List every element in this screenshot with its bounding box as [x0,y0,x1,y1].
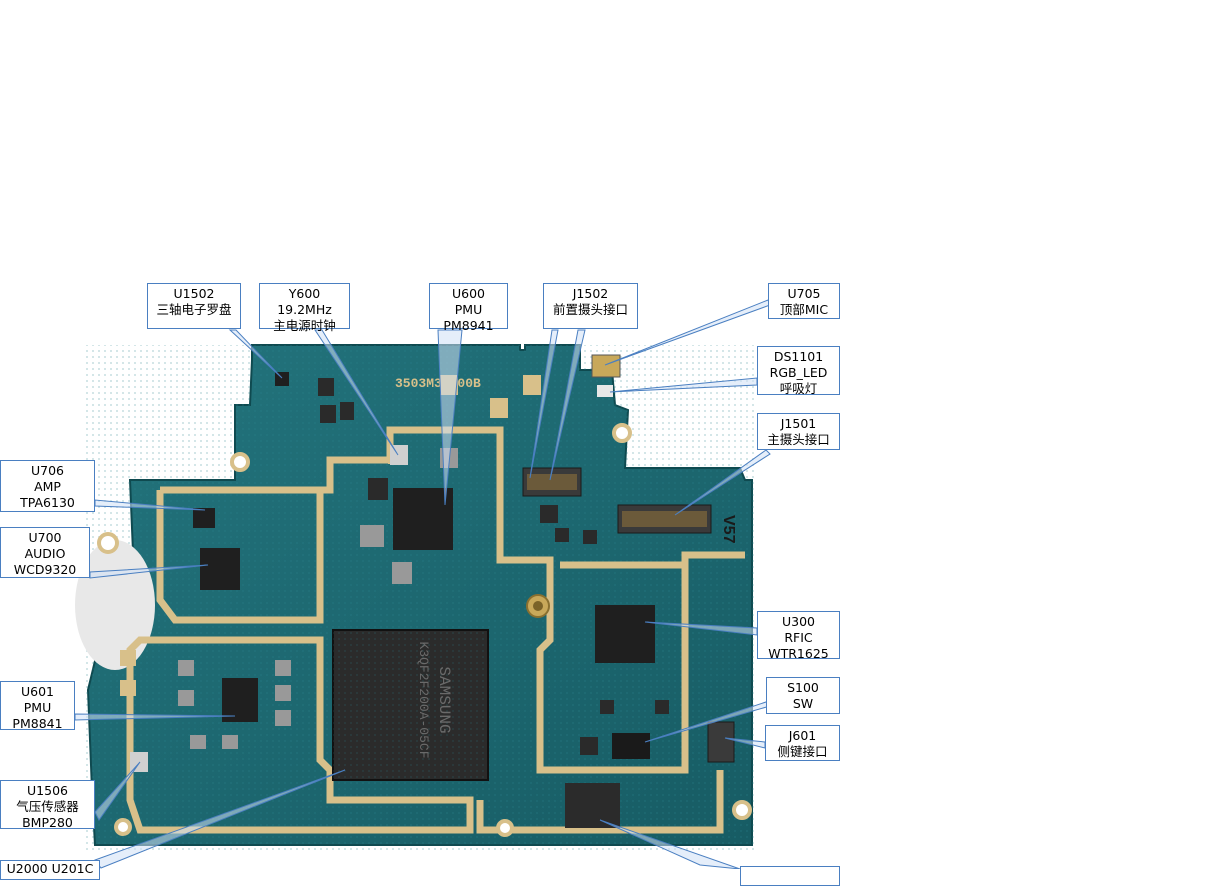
mounting-holes [97,423,752,837]
memory-chip [332,629,489,781]
baro-sensor-u1506 [130,752,148,772]
compass-u1502 [275,372,289,386]
pmu-chip-u601 [222,678,258,722]
audio-chip-u700 [200,548,240,590]
amp-chip-u706 [193,508,215,528]
rfic-chip-u300 [595,605,655,663]
led-ds1101 [597,385,613,397]
callout-bottom-right [740,866,840,886]
connector-j1501 [617,504,712,534]
memory-chip-marking-2: K3QF2F200A-05CF [416,641,431,758]
callout-u2000: U2000 U201C [0,860,100,880]
bottom-chip [565,783,620,828]
pmu-chip-u600 [393,488,453,550]
crystal-y600 [390,445,408,465]
memory-chip-marking-1: SAMSUNG [435,666,453,733]
mic-u705 [591,354,621,378]
leader-lines [74,299,771,869]
silkscreen-board-code: 3503M3P300B [395,376,481,391]
connector-j601 [707,721,735,763]
silkscreen-side-code: V57 [720,515,737,544]
switch-s100 [612,733,650,759]
shield-traces [126,426,745,834]
